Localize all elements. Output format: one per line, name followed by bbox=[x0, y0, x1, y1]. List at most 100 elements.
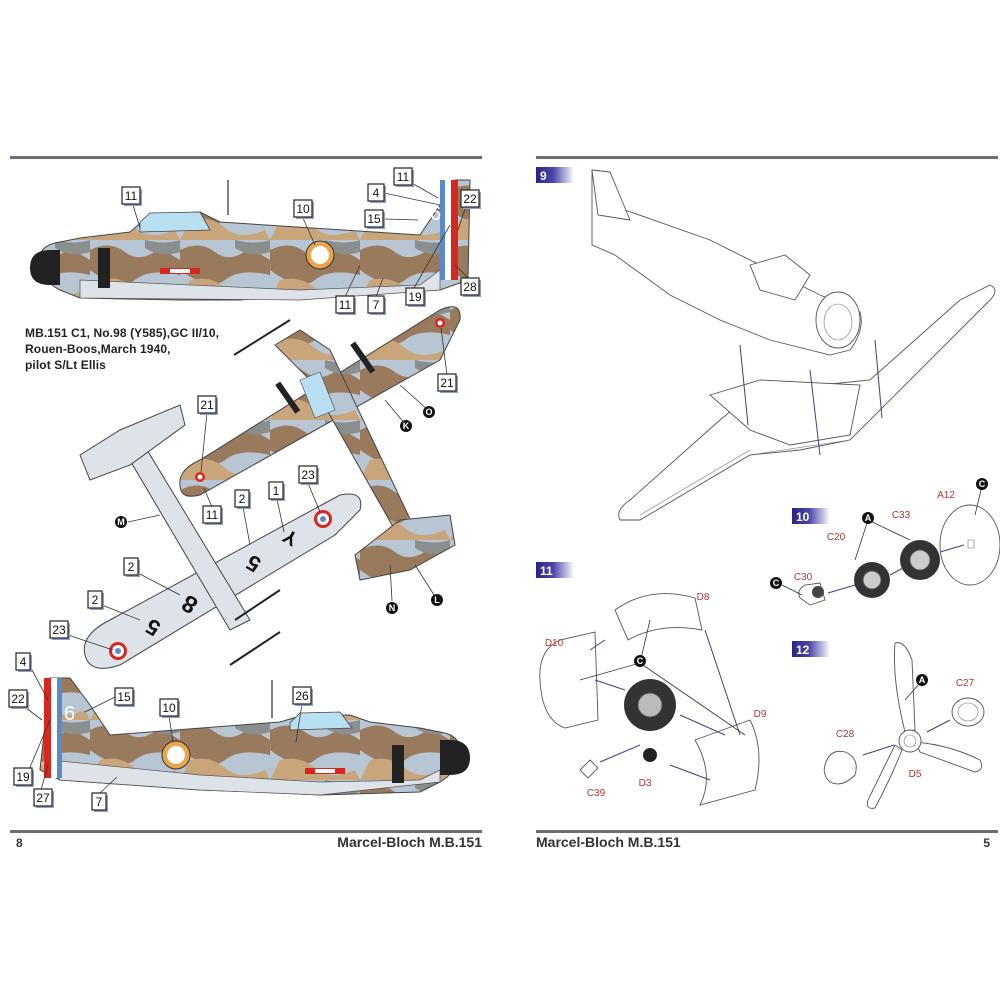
callout-label: 26 bbox=[295, 689, 309, 703]
top-rule bbox=[10, 156, 482, 159]
part-label: C30 bbox=[794, 572, 813, 583]
callout-box bbox=[121, 186, 141, 205]
part-label: C27 bbox=[956, 678, 975, 689]
callout-label: 27 bbox=[36, 791, 50, 805]
callout-label: 11 bbox=[339, 298, 352, 312]
left-page-artwork: 6 11 10 4 11 15 bbox=[8, 167, 481, 812]
page-number: 8 bbox=[16, 836, 23, 850]
callout-label: 11 bbox=[125, 189, 138, 203]
part-label: C28 bbox=[836, 729, 855, 740]
spinner-cap bbox=[823, 750, 857, 785]
step-number: 11 bbox=[540, 564, 553, 578]
caption-line: MB.151 C1, No.98 (Y585),GC II/10, bbox=[25, 326, 220, 340]
letter-marker: A bbox=[919, 675, 926, 685]
part-label: A12 bbox=[937, 490, 955, 501]
step-10-engine: C20 C33 A12 C30 A C C bbox=[770, 478, 1000, 606]
callout-label: 10 bbox=[296, 202, 310, 216]
part-label: D8 bbox=[697, 592, 710, 603]
footer-rule bbox=[10, 830, 482, 833]
callout-label: 1 bbox=[273, 484, 280, 498]
engine-front-row bbox=[900, 540, 940, 580]
part-label: C33 bbox=[892, 510, 911, 521]
engine-cowl-ring bbox=[815, 291, 861, 349]
scheme-caption: MB.151 C1, No.98 (Y585),GC II/10, Rouen-… bbox=[25, 325, 219, 373]
tail-code-marking: 6 bbox=[430, 203, 441, 225]
prop-blade-1 bbox=[893, 642, 916, 733]
plan-view-lower: Y 5 8 5 bbox=[79, 404, 362, 669]
callout-label: 4 bbox=[373, 186, 380, 200]
letter-marker: N bbox=[389, 603, 396, 613]
letter-marker: O bbox=[425, 407, 432, 417]
footer-rule bbox=[536, 830, 998, 833]
step-number: 10 bbox=[796, 510, 810, 524]
engine-rear-row bbox=[854, 562, 890, 598]
step-badge-9: 9 bbox=[536, 167, 574, 183]
spinner bbox=[440, 740, 470, 775]
letter-marker: C bbox=[979, 479, 986, 489]
side-profile-top-callouts: 11 10 4 11 15 22 11 bbox=[121, 167, 481, 315]
step-badge-10: 10 bbox=[792, 508, 830, 524]
step-9-fuselage-wing bbox=[591, 169, 996, 521]
part-label: D5 bbox=[909, 769, 922, 780]
letter-marker: K bbox=[403, 421, 410, 431]
prop-blade-2 bbox=[914, 741, 983, 773]
spinner-backplate bbox=[951, 697, 985, 727]
plan-view-upper bbox=[179, 306, 461, 581]
callout-label: 21 bbox=[440, 376, 454, 390]
part-label: D9 bbox=[754, 709, 767, 720]
side-profile-top: 6 bbox=[30, 179, 471, 301]
letter-marker: C bbox=[637, 656, 644, 666]
step-12-propeller: C27 C28 D5 A bbox=[823, 642, 985, 809]
callout-label: 15 bbox=[117, 690, 131, 704]
caption-line: Rouen-Boos,March 1940, bbox=[25, 342, 171, 356]
callout-label: 19 bbox=[16, 770, 30, 784]
oil-cooler bbox=[643, 748, 657, 762]
firewall-plate bbox=[939, 504, 1000, 586]
callout-label: 23 bbox=[301, 468, 315, 482]
right-page-artwork: C20 C33 A12 C30 A C C bbox=[539, 169, 1000, 809]
callout-label: 28 bbox=[463, 280, 477, 294]
letter-marker: M bbox=[117, 517, 125, 527]
callout-label: 4 bbox=[20, 655, 27, 669]
callout-label: 10 bbox=[162, 701, 176, 715]
left-page: 6 11 10 4 11 15 bbox=[8, 156, 482, 850]
callout-label: 2 bbox=[239, 492, 246, 506]
footer-title: Marcel-Bloch M.B.151 bbox=[337, 834, 482, 850]
callout-label: 23 bbox=[52, 623, 66, 637]
step-number: 9 bbox=[540, 169, 547, 183]
cowl-panel-left bbox=[539, 631, 599, 729]
cowl-panel-top bbox=[614, 593, 703, 641]
caption-line: pilot S/Lt Ellis bbox=[25, 358, 106, 372]
callout-label: 22 bbox=[463, 192, 477, 206]
letter-marker: A bbox=[865, 513, 872, 523]
callout-label: 7 bbox=[373, 298, 380, 312]
tail-code-marking: 6 bbox=[64, 703, 75, 725]
cockpit-opening bbox=[749, 254, 811, 301]
callout-label: 2 bbox=[128, 560, 135, 574]
page-number: 5 bbox=[983, 836, 990, 850]
cowl-panel-right bbox=[694, 719, 760, 806]
spinner bbox=[30, 250, 60, 285]
prop-blade-3 bbox=[866, 744, 903, 809]
part-label: C20 bbox=[827, 532, 846, 543]
callout-label: 19 bbox=[408, 290, 422, 304]
side-profile-bottom-callouts: 4 22 15 10 26 19 27 bbox=[8, 652, 313, 812]
letter-marker: L bbox=[434, 595, 440, 605]
footer-title: Marcel-Bloch M.B.151 bbox=[536, 834, 681, 850]
callout-label: 11 bbox=[397, 170, 410, 184]
right-page: 9 10 11 12 bbox=[520, 0, 1000, 1000]
callout-label: 2 bbox=[92, 593, 99, 607]
plan-view-callouts: 21 21 11 23 1 2 2 bbox=[49, 327, 458, 651]
canopy bbox=[289, 711, 353, 731]
letter-marker: C bbox=[773, 578, 780, 588]
vertical-fin bbox=[591, 169, 631, 221]
callout-label: 15 bbox=[367, 212, 381, 226]
part-label: C39 bbox=[587, 788, 606, 799]
upper-tailplane bbox=[354, 514, 456, 581]
side-profile-bottom: 6 bbox=[39, 677, 470, 796]
step-number: 12 bbox=[796, 643, 810, 657]
step-11-cowling: D8 D10 D9 D3 C39 C bbox=[539, 592, 767, 806]
canopy bbox=[139, 211, 211, 233]
exhaust-stub bbox=[579, 759, 599, 779]
callout-label: 11 bbox=[206, 508, 219, 522]
